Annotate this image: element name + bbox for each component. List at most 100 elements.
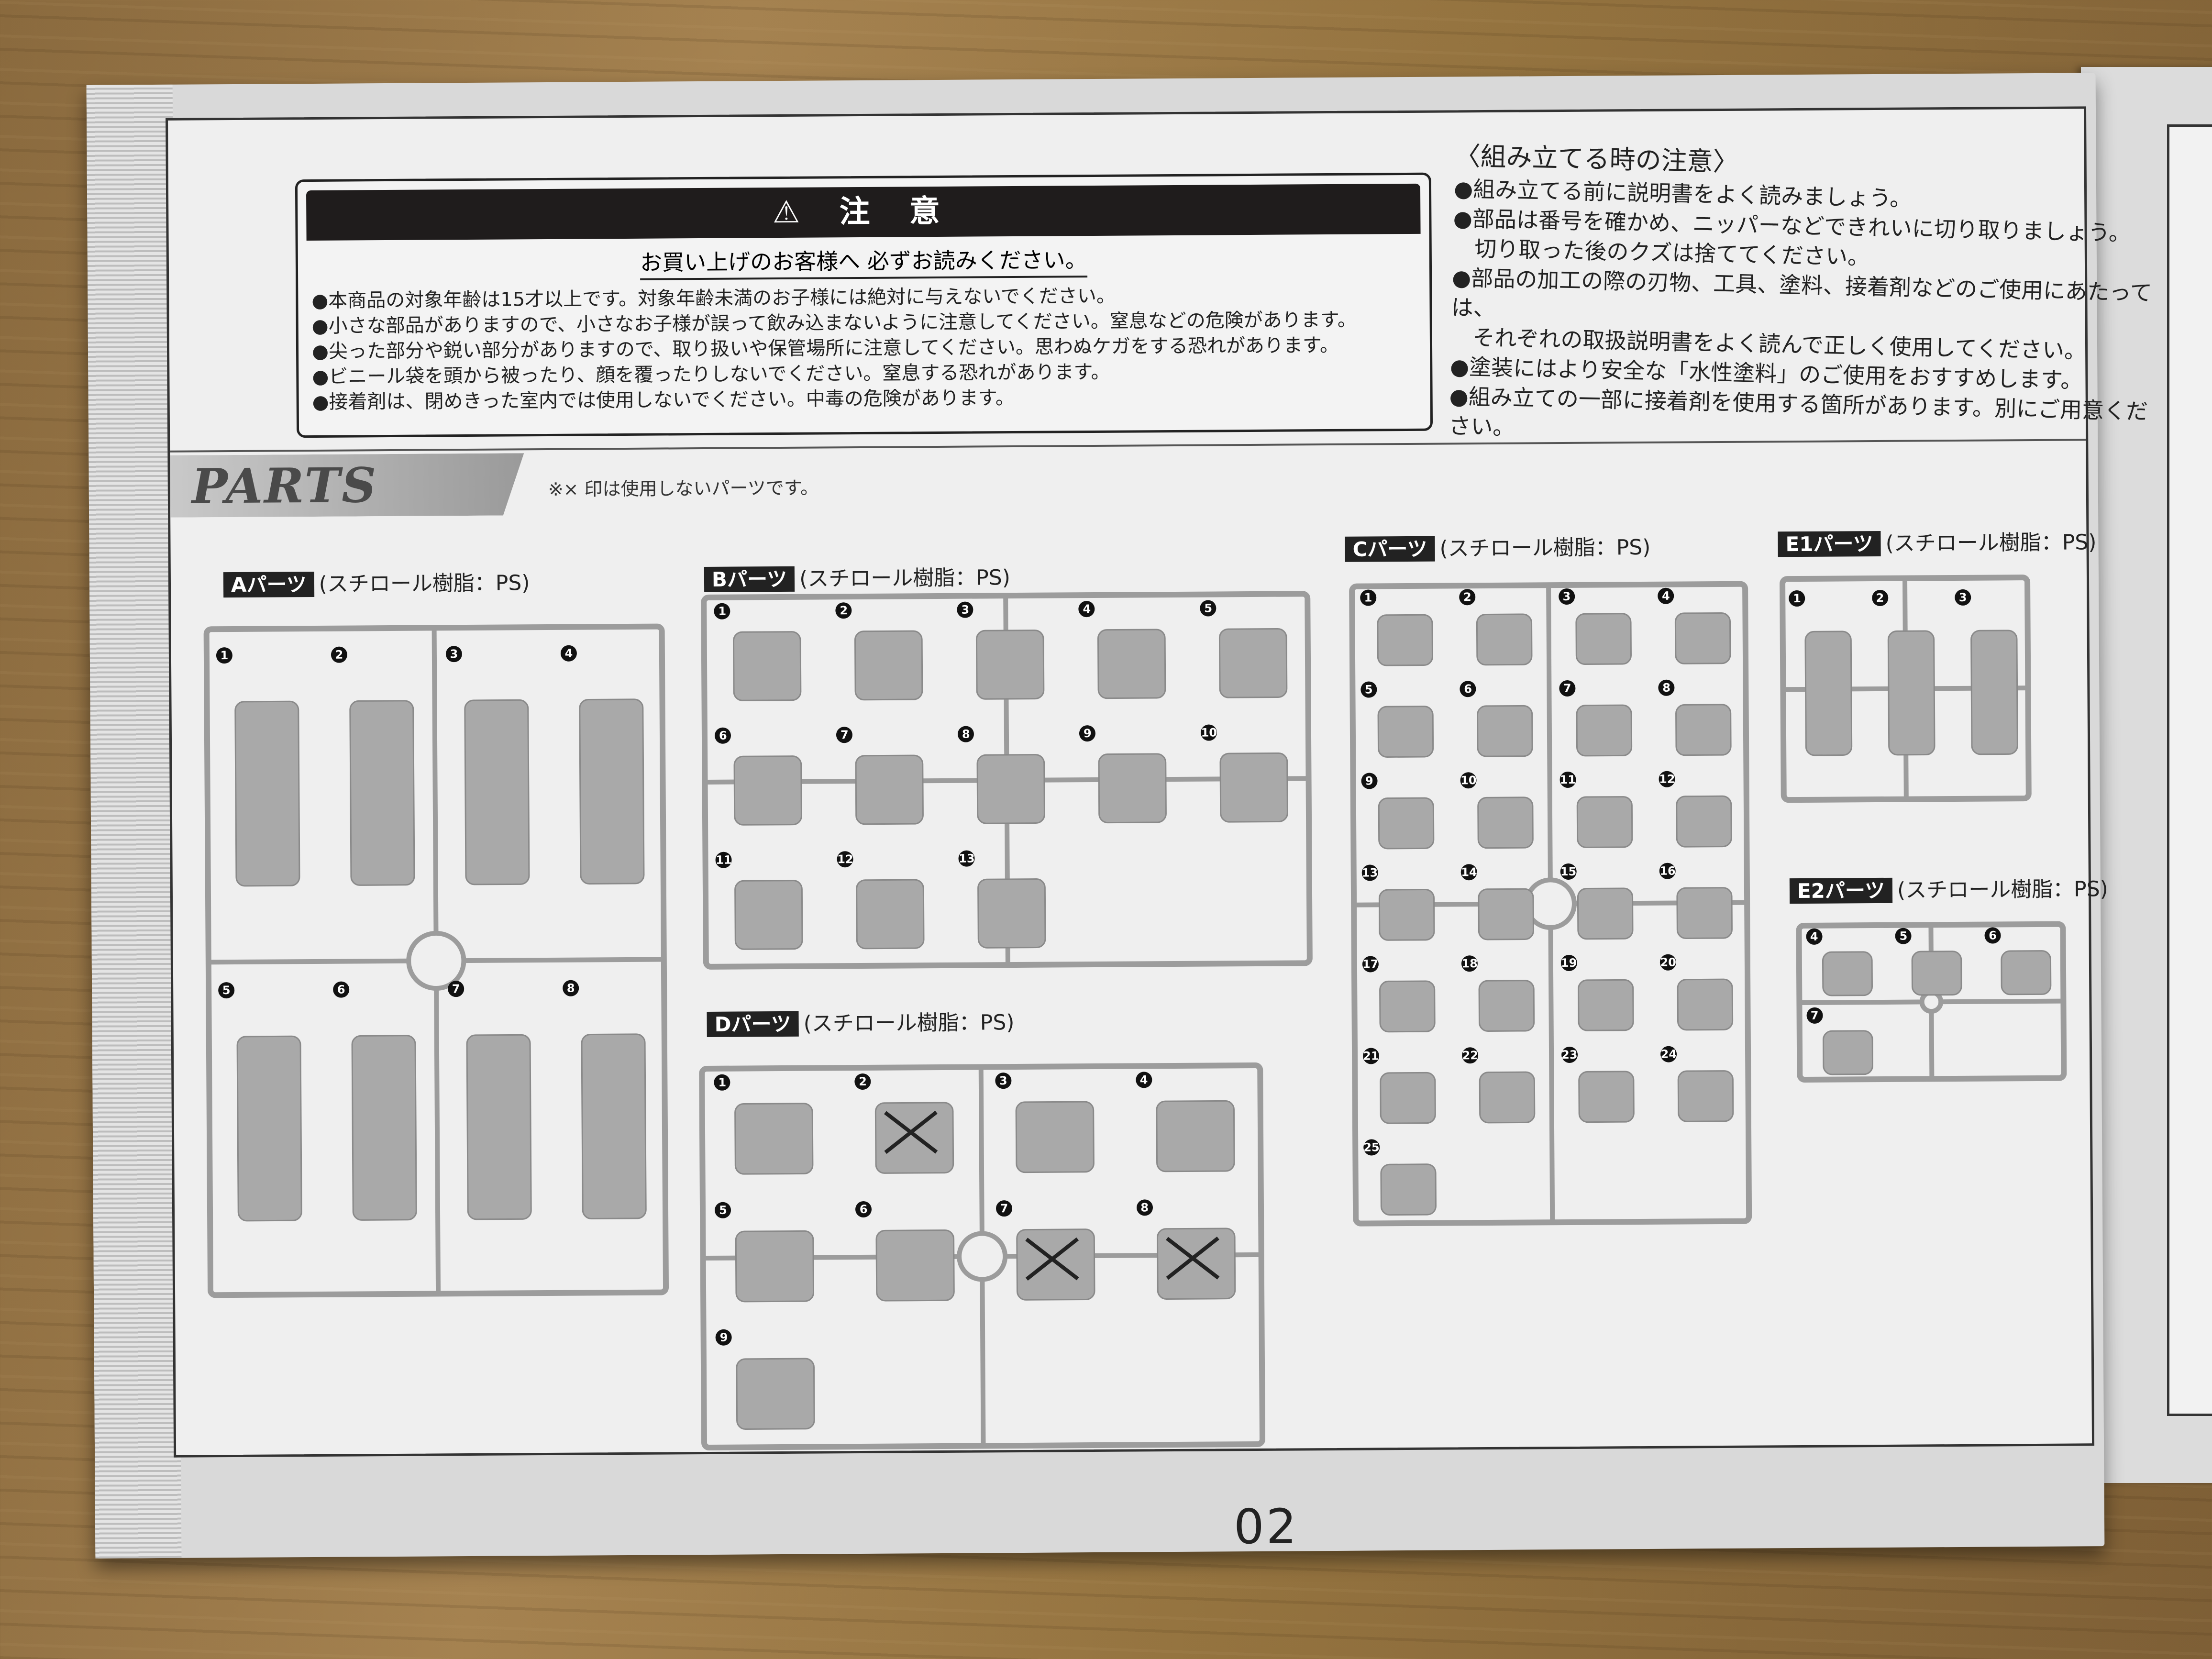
part-d-9: [736, 1358, 815, 1430]
unused-x-mark: [884, 1110, 938, 1154]
part-e2-4: [1822, 951, 1873, 996]
part-number: 25: [1363, 1139, 1380, 1156]
part-number: 3: [995, 1073, 1012, 1089]
part-number: 1: [216, 647, 233, 664]
part-number: 20: [1660, 954, 1677, 971]
part-c-11: [1576, 796, 1633, 848]
part-b-6: [733, 755, 802, 826]
part-e1-2: [1887, 630, 1936, 756]
part-number: 14: [1460, 863, 1478, 881]
part-c-7: [1576, 704, 1633, 757]
part-number: 10: [1201, 724, 1217, 741]
part-b-9: [1098, 753, 1167, 824]
part-number: 16: [1659, 863, 1676, 879]
part-c-3: [1575, 613, 1632, 665]
part-number: 5: [1200, 600, 1217, 617]
part-number: 4: [1078, 600, 1095, 617]
part-number: 2: [1871, 590, 1889, 607]
part-number: 13: [958, 850, 975, 867]
part-number: 6: [855, 1201, 872, 1217]
part-number: 3: [957, 601, 973, 618]
part-number: 8: [563, 980, 579, 996]
warning-subtitle: お買い上げのお客様へ 必ずお読みください。: [298, 241, 1429, 280]
sprue-label-c: Cパーツ(スチロール樹脂：PS): [1345, 530, 1651, 563]
part-number: 6: [1984, 927, 2001, 944]
part-number: 18: [1461, 955, 1478, 972]
part-b-4: [1097, 629, 1166, 699]
part-b-10: [1219, 752, 1288, 823]
part-number: 19: [1560, 955, 1577, 972]
part-c-20: [1677, 978, 1734, 1031]
part-number: 2: [835, 602, 852, 619]
part-number: 12: [1659, 771, 1675, 788]
part-number: 7: [836, 726, 853, 743]
part-number: 2: [331, 646, 348, 663]
parts-list-title: PARTS LIST: [170, 453, 524, 518]
part-number: 21: [1362, 1048, 1379, 1064]
part-number: 4: [1135, 1072, 1152, 1088]
part-b-8: [976, 754, 1045, 824]
part-number: 5: [218, 982, 235, 999]
sprue-material: (スチロール樹脂：PS): [1897, 877, 2109, 903]
part-a-1: [234, 700, 300, 887]
sprue-material: (スチロール樹脂：PS): [799, 565, 1011, 591]
sprue-label-d: Dパーツ(スチロール樹脂：PS): [707, 1005, 1015, 1038]
part-e2-6: [2001, 950, 2052, 995]
part-d-3: [1015, 1101, 1095, 1173]
part-c-5: [1377, 706, 1434, 758]
warning-header: ⚠ 注 意: [306, 183, 1421, 241]
part-b-1: [732, 631, 802, 701]
sprue-label-e1: E1パーツ(スチロール樹脂：PS): [1778, 525, 2097, 557]
part-number: 8: [1136, 1199, 1153, 1216]
sprue-tag: Bパーツ: [704, 566, 795, 592]
part-c-4: [1674, 612, 1731, 664]
sprue-material: (スチロール樹脂：PS): [1885, 530, 2097, 556]
part-number: 22: [1462, 1047, 1479, 1063]
part-number: 13: [1361, 864, 1378, 881]
part-e2-5: [1911, 951, 1962, 996]
sprue-tag: E1パーツ: [1778, 531, 1881, 557]
part-c-14: [1478, 888, 1534, 940]
part-number: 15: [1560, 863, 1577, 880]
sprue-material: (スチロール樹脂：PS): [1439, 535, 1651, 561]
part-number: 7: [1806, 1007, 1823, 1024]
part-number: 8: [958, 726, 974, 742]
warning-list: ●本商品の対象年齢は15才以上です。対象年齢未満のお子様には絶対に与えないでくだ…: [311, 282, 1430, 415]
unused-x-mark: [1166, 1236, 1220, 1280]
facing-page: [2081, 67, 2212, 1483]
part-a-7: [466, 1034, 532, 1220]
sprue-label-e2: E2パーツ(スチロール樹脂：PS): [1789, 872, 2109, 904]
part-b-7: [855, 754, 924, 825]
part-d-1: [734, 1103, 814, 1175]
part-b-11: [734, 880, 803, 950]
sprue-tag: Cパーツ: [1345, 536, 1435, 562]
part-a-3: [464, 699, 530, 885]
part-a-4: [579, 698, 645, 885]
part-number: 9: [1079, 725, 1096, 741]
part-b-12: [856, 879, 925, 950]
warning-box: ⚠ 注 意 お買い上げのお客様へ 必ずお読みください。 ●本商品の対象年齢は15…: [295, 172, 1433, 438]
sprue-label-a: Aパーツ(スチロール樹脂：PS): [223, 565, 530, 598]
part-c-12: [1676, 795, 1732, 848]
part-number: 5: [715, 1202, 731, 1218]
part-number: 6: [333, 981, 350, 998]
part-number: 3: [445, 646, 463, 663]
part-c-10: [1477, 796, 1534, 849]
part-a-8: [581, 1033, 647, 1219]
part-c-2: [1476, 613, 1533, 666]
part-number: 11: [1559, 772, 1576, 788]
part-c-9: [1378, 797, 1435, 850]
part-number: 11: [715, 852, 732, 868]
part-number: 6: [715, 727, 731, 744]
part-c-24: [1677, 1070, 1734, 1122]
part-e2-7: [1822, 1030, 1873, 1075]
part-c-17: [1379, 980, 1436, 1033]
part-number: 1: [714, 603, 730, 619]
part-a-6: [351, 1035, 417, 1221]
sprue-label-b: Bパーツ(スチロール樹脂：PS): [704, 560, 1010, 593]
assembly-notes: 〈組み立てる時の注意〉 ●組み立てる前に説明書をよく読みましょう。 ●部品は番号…: [1449, 141, 2172, 456]
content-panel: ⚠ 注 意 お買い上げのお客様へ 必ずお読みください。 ●本商品の対象年齢は15…: [166, 106, 2152, 1555]
